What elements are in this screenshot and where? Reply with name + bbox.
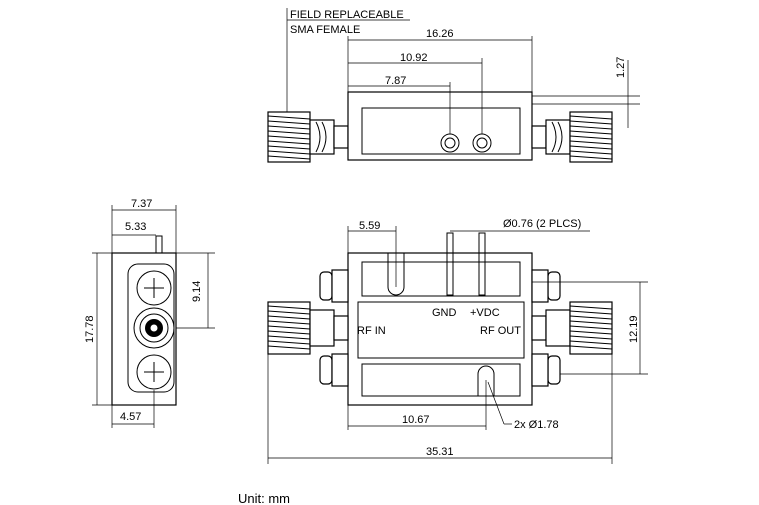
label-gnd: GND	[432, 307, 457, 319]
housing-side-view	[111, 252, 177, 406]
note-hole-diameter: 2x Ø1.78	[514, 419, 559, 431]
dim-12-19: 12.19	[628, 315, 640, 343]
dim-10-67: 10.67	[402, 414, 430, 426]
top-view: FIELD REPLACEABLE SMA FEMALE	[267, 8, 640, 163]
thread-right-front	[569, 305, 613, 350]
dim-7-87: 7.87	[385, 75, 406, 87]
label-rf-out: RF OUT	[480, 325, 521, 337]
housing-top-view	[347, 91, 533, 161]
dim-17-78: 17.78	[84, 315, 96, 343]
note-sma-female: SMA FEMALE	[290, 24, 360, 36]
dim-5-59: 5.59	[359, 220, 380, 232]
dim-1-27: 1.27	[615, 57, 627, 78]
sma-connector-rf-out	[569, 301, 613, 355]
thread-left-front	[267, 305, 311, 350]
dim-16-26: 16.26	[426, 28, 454, 40]
screw-bottom-icon	[136, 354, 172, 390]
sma-connector-rf-in	[267, 301, 311, 355]
thread-left-top	[267, 115, 311, 160]
unit-note: Unit: mm	[238, 491, 290, 505]
sma-connector-right-top	[569, 111, 613, 163]
dim-7-37: 7.37	[131, 198, 152, 210]
gnd-pin	[446, 232, 454, 296]
housing-front-view	[347, 252, 533, 406]
dim-35-31: 35.31	[426, 446, 454, 458]
note-pin-diameter: Ø0.76 (2 PLCS)	[503, 218, 581, 230]
side-view: 7.37 5.33 9.14 17.78 4.57	[84, 198, 215, 428]
label-vdc: +VDC	[470, 307, 500, 319]
screw-top-icon	[136, 270, 172, 306]
dim-4-57: 4.57	[120, 411, 141, 423]
dim-9-14: 9.14	[191, 281, 203, 302]
label-rf-in: RF IN	[357, 325, 386, 337]
rf-port-icon	[133, 307, 175, 349]
pin-side-view	[155, 235, 163, 254]
sma-connector-left-top	[267, 111, 311, 163]
dim-5-33: 5.33	[125, 221, 146, 233]
vdc-pin	[478, 232, 486, 296]
thread-right-top	[569, 115, 613, 160]
front-view: GND +VDC RF IN RF OUT 5.59 Ø0.76 (2 PLCS…	[267, 218, 648, 464]
dim-10-92: 10.92	[400, 52, 428, 64]
note-field-replaceable: FIELD REPLACEABLE	[290, 9, 404, 21]
